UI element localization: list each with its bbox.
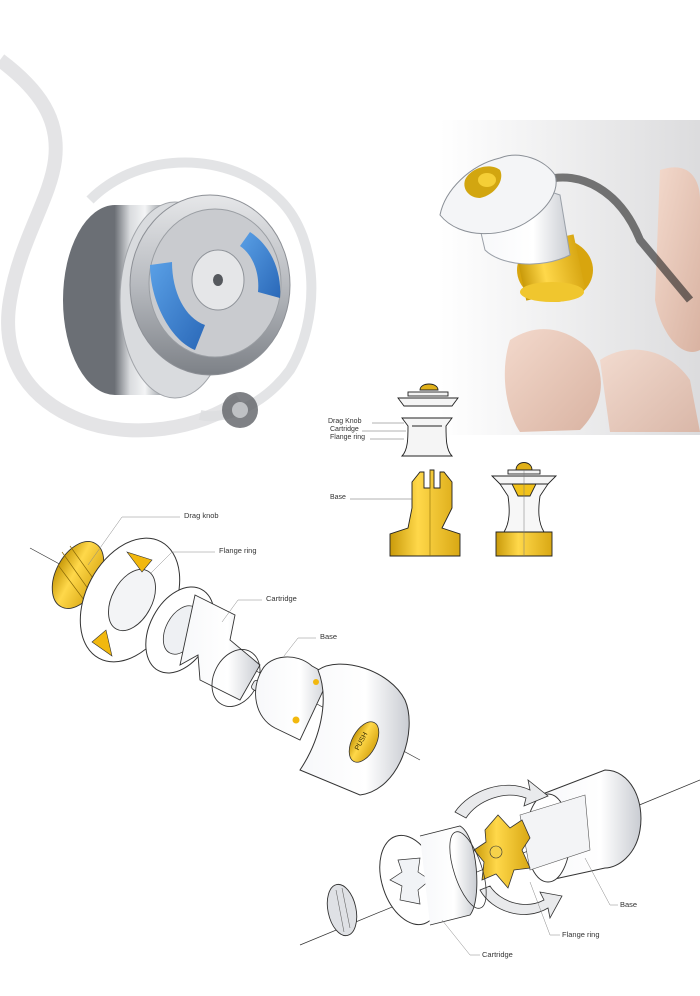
assembly-label-flange-ring: Flange ring [562, 931, 600, 939]
assembly-base [520, 770, 641, 882]
assembly-drag-knob [323, 882, 361, 939]
section-label-cartridge: Cartridge [330, 426, 359, 433]
exploded-label-flange-ring: Flange ring [219, 547, 257, 555]
assembly-label-cartridge: Cartridge [482, 951, 513, 959]
exploded-label-drag-knob: Drag knob [184, 512, 219, 520]
section-label-flange-ring: Flange ring [330, 434, 365, 441]
exploded-label-base: Base [320, 633, 337, 641]
exploded-base [250, 657, 409, 795]
assembly-view-sketch [300, 770, 700, 945]
exploded-view-sketch [30, 521, 420, 795]
exploded-label-cartridge: Cartridge [266, 595, 297, 603]
metal-spool-render [0, 60, 311, 430]
assembly-flange-ring [474, 815, 530, 888]
rotate-arrow-bottom-icon [480, 886, 562, 918]
prototype-photo [440, 120, 700, 435]
section-label-drag-knob: Drag Knob [328, 418, 361, 425]
assembly-cartridge [369, 826, 494, 932]
section-label-base: Base [330, 494, 346, 501]
assembly-label-base: Base [620, 901, 637, 909]
